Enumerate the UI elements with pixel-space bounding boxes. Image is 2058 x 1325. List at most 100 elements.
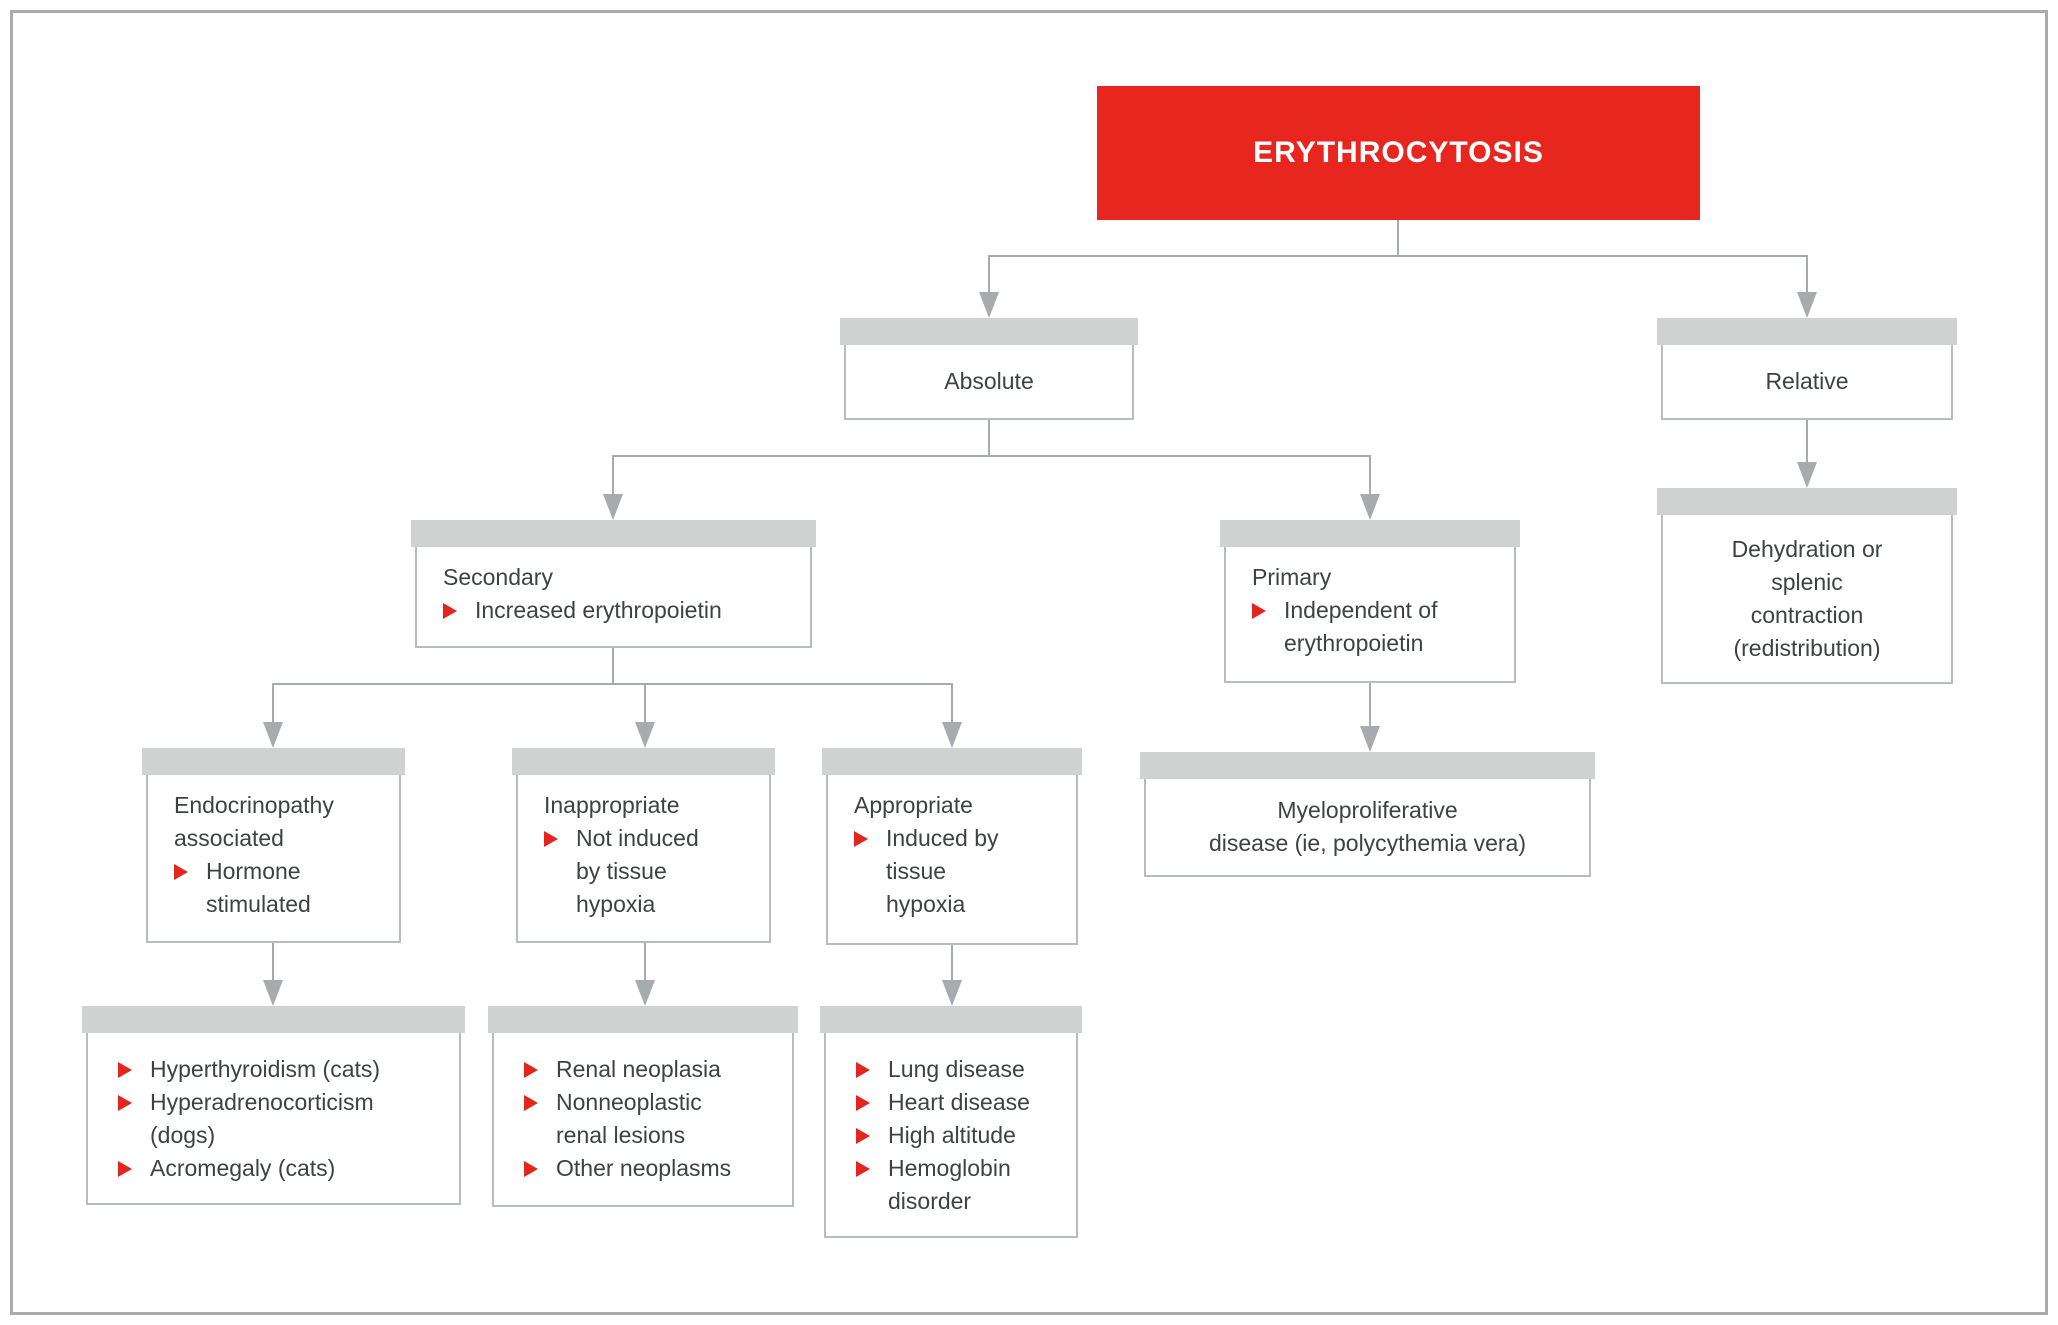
connector-line	[1806, 420, 1808, 464]
bullet-text: Hormone stimulated	[206, 858, 311, 917]
arrowhead-down-icon	[1360, 494, 1380, 520]
node-absolute: Absolute	[840, 318, 1138, 420]
arrowhead-down-icon	[263, 980, 283, 1006]
node-heading: Appropriate	[854, 792, 973, 818]
connector-line	[272, 683, 953, 685]
bullet-item: Hyperadrenocorticism (dogs)	[118, 1086, 451, 1152]
bullet-text: Not induced by tissue hypoxia	[576, 825, 699, 917]
red-triangle-bullet-icon	[854, 831, 868, 847]
arrowhead-down-icon	[979, 292, 999, 318]
bullet-text: Renal neoplasia	[556, 1056, 721, 1082]
connector-line	[644, 683, 646, 724]
node-primary: Primary Independent of erythropoietin	[1220, 520, 1520, 683]
bullet-text: Increased erythropoietin	[475, 597, 722, 623]
node-cap	[512, 748, 775, 775]
bullet-item: High altitude	[856, 1119, 1068, 1152]
node-cap	[1140, 752, 1595, 779]
connector-line	[612, 648, 614, 685]
connector-line	[988, 255, 1808, 257]
bullet-item: Independent of erythropoietin	[1252, 594, 1504, 660]
node-erythrocytosis: ERYTHROCYTOSIS	[1097, 86, 1700, 220]
node-label: Relative	[1765, 368, 1849, 394]
connector-line	[1369, 455, 1371, 496]
red-triangle-bullet-icon	[856, 1095, 870, 1111]
red-triangle-bullet-icon	[174, 864, 188, 880]
node-cap	[1657, 318, 1957, 345]
node-cap	[82, 1006, 465, 1033]
node-endocrinopathy: Endocrinopathy associated Hormone stimul…	[142, 748, 405, 943]
connector-line	[1369, 683, 1371, 728]
bullet-text: Nonneoplastic renal lesions	[556, 1089, 702, 1148]
bullet-item: Heart disease	[856, 1086, 1068, 1119]
bullet-text: Heart disease	[888, 1089, 1030, 1115]
node-endocrine-causes: Hyperthyroidism (cats) Hyperadrenocortic…	[82, 1006, 465, 1205]
bullet-text: Induced by tissue hypoxia	[886, 825, 999, 917]
connector-line	[644, 943, 646, 982]
red-triangle-bullet-icon	[524, 1161, 538, 1177]
arrowhead-down-icon	[1797, 462, 1817, 488]
node-heading: Secondary	[443, 564, 553, 590]
bullet-text: Hyperthyroidism (cats)	[150, 1056, 381, 1082]
node-relative: Relative	[1657, 318, 1957, 420]
node-label: Dehydration or splenic contraction (redi…	[1731, 535, 1883, 661]
red-triangle-bullet-icon	[118, 1062, 132, 1078]
red-triangle-bullet-icon	[544, 831, 558, 847]
node-inappropriate: Inappropriate Not induced by tissue hypo…	[512, 748, 775, 943]
bullet-text: Acromegaly (cats)	[150, 1155, 336, 1181]
red-triangle-bullet-icon	[856, 1161, 870, 1177]
bullet-item: Hormone stimulated	[174, 855, 389, 921]
bullet-item: Hyperthyroidism (cats)	[118, 1053, 451, 1086]
node-cap	[411, 520, 816, 547]
node-label: Absolute	[944, 368, 1034, 394]
bullet-item: Not induced by tissue hypoxia	[544, 822, 759, 921]
red-triangle-bullet-icon	[1252, 603, 1266, 619]
red-triangle-bullet-icon	[118, 1095, 132, 1111]
bullet-text: Independent of erythropoietin	[1284, 597, 1438, 656]
bullet-item: Nonneoplastic renal lesions	[524, 1086, 784, 1152]
node-cap	[1220, 520, 1520, 547]
arrowhead-down-icon	[942, 722, 962, 748]
bullet-item: Other neoplasms	[524, 1152, 784, 1185]
connector-line	[951, 945, 953, 982]
arrowhead-down-icon	[603, 494, 623, 520]
diagram-title: ERYTHROCYTOSIS	[1253, 136, 1544, 169]
arrowhead-down-icon	[942, 980, 962, 1006]
bullet-item: Hemoglobin disorder	[856, 1152, 1068, 1218]
node-secondary: Secondary Increased erythropoietin	[411, 520, 816, 648]
connector-line	[1806, 255, 1808, 295]
node-label: Myeloproliferative disease (ie, polycyth…	[1208, 797, 1527, 856]
node-cap	[840, 318, 1138, 345]
connector-line	[272, 943, 274, 982]
red-triangle-bullet-icon	[856, 1062, 870, 1078]
node-hypoxia-causes: Lung disease Heart disease High altitude…	[820, 1006, 1082, 1238]
bullet-text: Other neoplasms	[556, 1155, 732, 1181]
node-cap	[142, 748, 405, 775]
arrowhead-down-icon	[1360, 726, 1380, 752]
bullet-text: Lung disease	[888, 1056, 1025, 1082]
node-heading: Inappropriate	[544, 792, 680, 818]
connector-line	[612, 455, 614, 496]
bullet-item: Acromegaly (cats)	[118, 1152, 451, 1185]
connector-line	[1397, 220, 1399, 257]
node-appropriate: Appropriate Induced by tissue hypoxia	[822, 748, 1082, 945]
node-dehydration: Dehydration or splenic contraction (redi…	[1657, 488, 1957, 684]
node-cap	[488, 1006, 798, 1033]
connector-line	[272, 683, 274, 724]
node-heading: Primary	[1252, 564, 1332, 590]
red-triangle-bullet-icon	[443, 603, 457, 619]
node-cap	[820, 1006, 1082, 1033]
bullet-item: Induced by tissue hypoxia	[854, 822, 1066, 921]
node-cap	[822, 748, 1082, 775]
bullet-item: Renal neoplasia	[524, 1053, 784, 1086]
arrowhead-down-icon	[1797, 292, 1817, 318]
red-triangle-bullet-icon	[118, 1161, 132, 1177]
red-triangle-bullet-icon	[856, 1128, 870, 1144]
bullet-item: Increased erythropoietin	[443, 594, 800, 627]
diagram-border	[10, 10, 2048, 1315]
arrowhead-down-icon	[635, 722, 655, 748]
bullet-item: Lung disease	[856, 1053, 1068, 1086]
node-heading: Endocrinopathy associated	[174, 792, 334, 851]
arrowhead-down-icon	[263, 722, 283, 748]
bullet-text: Hemoglobin disorder	[888, 1155, 1011, 1214]
